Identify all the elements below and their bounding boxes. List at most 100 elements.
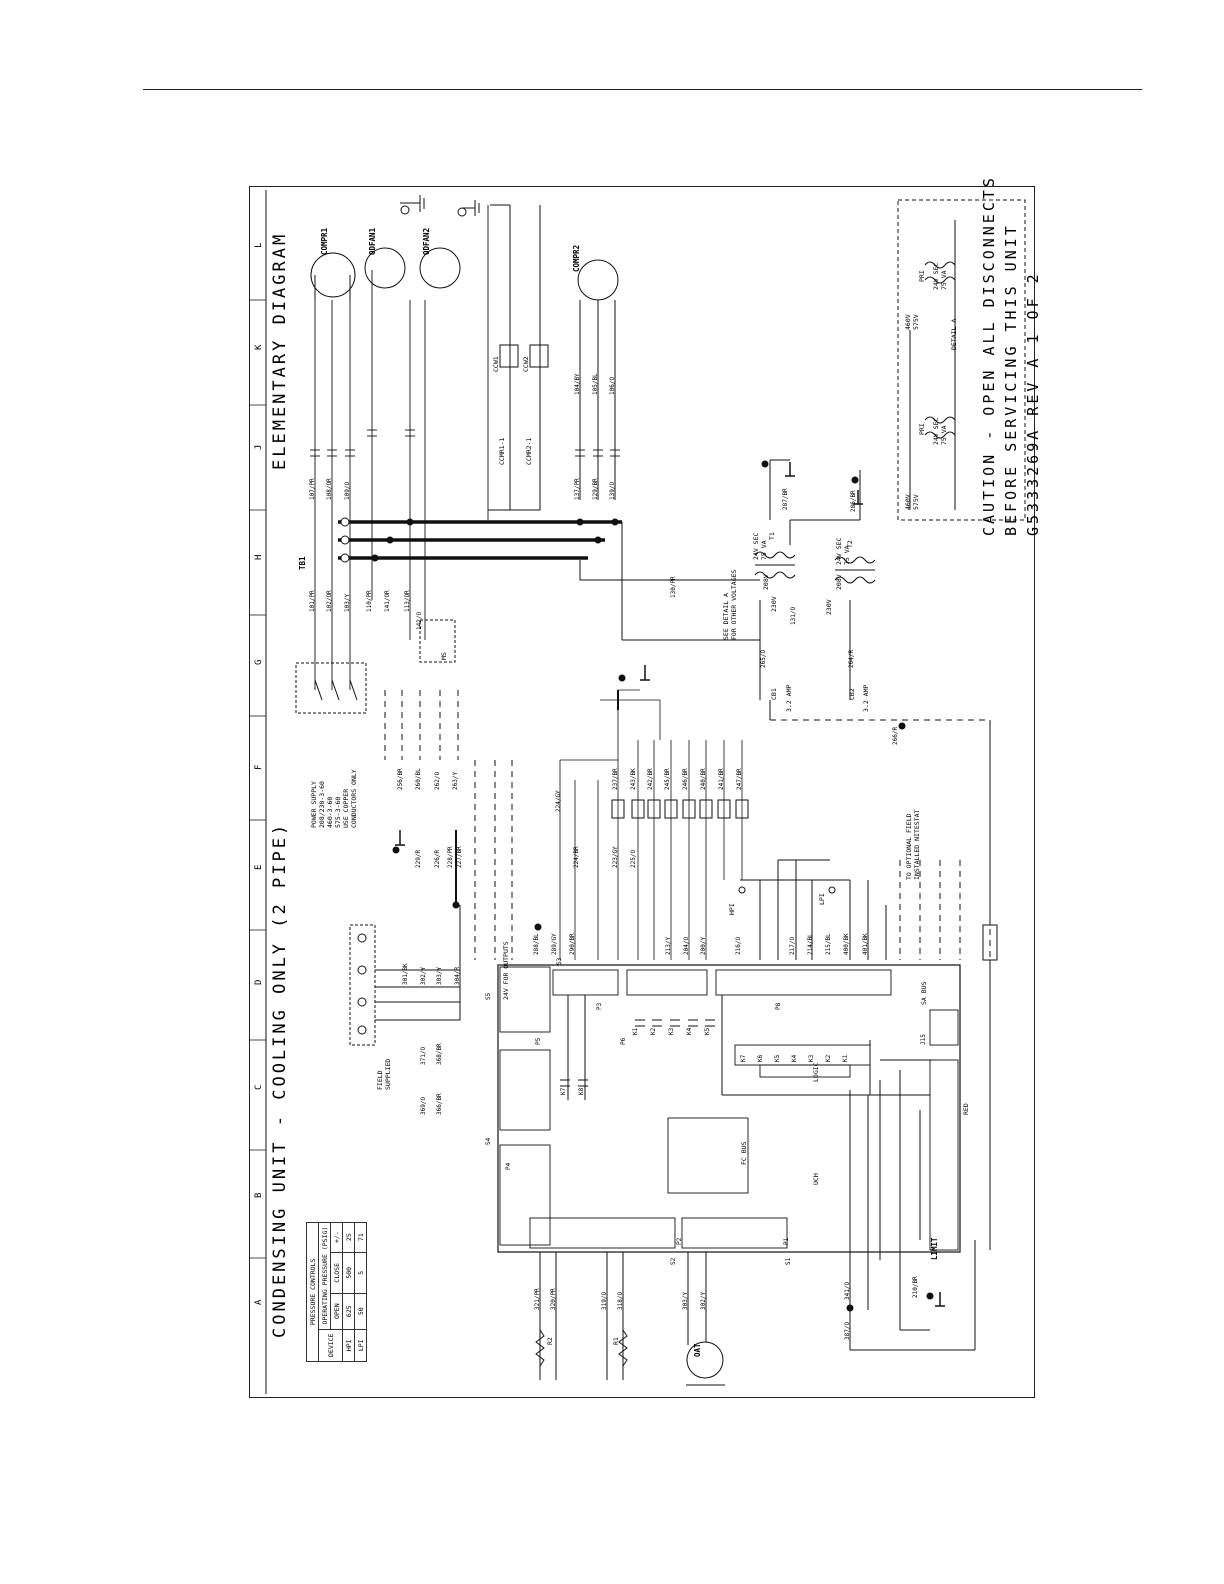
cb1-amp: 3.2 AMP bbox=[785, 684, 793, 712]
crankcase-heaters bbox=[488, 204, 549, 511]
odfan-2-symbol bbox=[419, 247, 461, 289]
detail-a-v460: 460V bbox=[904, 494, 912, 510]
wire-label: 110/PR bbox=[366, 590, 373, 612]
ccmr2-label: CCMR2-1 bbox=[525, 437, 533, 465]
ground-symbols bbox=[400, 195, 480, 217]
relay-label: K8 bbox=[578, 1087, 585, 1095]
wire-label: 286/BR bbox=[850, 490, 857, 512]
s4-label: S4 bbox=[485, 1137, 492, 1145]
header-rule bbox=[143, 89, 1142, 90]
p5-label: P5 bbox=[535, 1037, 542, 1045]
t1-va: 75 VA bbox=[760, 540, 768, 560]
wire-label: 260/BL bbox=[415, 768, 422, 790]
wire-label: 290/BR bbox=[569, 933, 576, 955]
pressure-switches bbox=[738, 859, 887, 960]
wire-label: 229/R bbox=[415, 849, 422, 868]
zone-ticks bbox=[249, 299, 266, 1259]
detail-a-sec: 24V SEC bbox=[932, 417, 940, 445]
transformer-wiring bbox=[579, 459, 861, 720]
wire-label: 263/Y bbox=[452, 771, 459, 790]
hpi-label: HPI bbox=[728, 903, 736, 915]
relay-label: K7 bbox=[560, 1087, 567, 1095]
r2-label: R2 bbox=[546, 1337, 554, 1345]
compressor-1-circuit bbox=[314, 205, 489, 690]
detail-a-va-b: 75 VA bbox=[940, 270, 948, 290]
disconnect-switches bbox=[314, 679, 358, 701]
relay-coils bbox=[611, 799, 749, 819]
relay-label: K2 bbox=[825, 1054, 832, 1062]
power-conductors-note: CONDUCTORS ONLY bbox=[350, 769, 358, 828]
wire-label: 105/BL bbox=[592, 373, 599, 395]
wire-label: 225/O bbox=[630, 849, 637, 868]
relay-label: K3 bbox=[668, 1027, 675, 1035]
wire-label: 223/GY bbox=[612, 846, 619, 868]
wire-label: 224/GY bbox=[555, 790, 562, 812]
transformer-t2 bbox=[834, 556, 876, 584]
relay-label: K7 bbox=[740, 1054, 747, 1062]
wire-label: 246/BR bbox=[682, 768, 689, 790]
uch-board bbox=[497, 964, 961, 1253]
t1-208v: 208V bbox=[762, 574, 770, 590]
j15-label: J15 bbox=[920, 1034, 927, 1045]
wire-label: 224/BR bbox=[573, 846, 580, 868]
bus-terminals bbox=[340, 517, 619, 563]
odfan1-label: ODFAN1 bbox=[368, 227, 377, 255]
wire-label: 247/BR bbox=[736, 768, 743, 790]
wire-label: 262/O bbox=[434, 771, 441, 790]
p4-label: P4 bbox=[505, 1162, 512, 1170]
wire-label: 264/R bbox=[848, 649, 855, 668]
power-voltage-2: 460-3-60 bbox=[326, 796, 334, 828]
wire-label: 109/O bbox=[344, 481, 351, 500]
sa-bus-label: SA BUS bbox=[920, 981, 928, 1005]
p3-label: P3 bbox=[596, 1002, 603, 1010]
limit-circuit bbox=[849, 1059, 976, 1351]
optional-nitestat-note: TO OPTIONAL FIELD INSTALLED NITESTAT bbox=[905, 810, 921, 880]
wire-label: 245/BR bbox=[664, 768, 671, 790]
s5-label: S5 bbox=[485, 992, 492, 1000]
detail-a-pri: PRI bbox=[918, 423, 926, 435]
cb1-label: CB1 bbox=[770, 688, 778, 700]
field-line: FIELD bbox=[376, 1070, 384, 1090]
power-copper-note: USE COPPER bbox=[342, 788, 350, 828]
wire-label: 371/O bbox=[420, 1046, 427, 1065]
see-detail-line: SEE DETAIL A bbox=[722, 593, 730, 640]
wire-label: 320/PR bbox=[550, 1288, 557, 1310]
detail-a-va: 75 VA bbox=[940, 425, 948, 445]
wire-label: 369/O bbox=[420, 1096, 427, 1115]
drawing-frame bbox=[249, 186, 1035, 1398]
compressor-1-symbol bbox=[310, 252, 356, 300]
wire-label: 129/BR bbox=[592, 478, 599, 500]
wire-label: 304/R bbox=[454, 966, 461, 985]
p8-label: P8 bbox=[775, 1002, 782, 1010]
wire-label: 303/Y bbox=[436, 966, 443, 985]
wire-label: 226/R bbox=[434, 849, 441, 868]
wire-label: 216/O bbox=[735, 936, 742, 955]
wire-label: 243/BK bbox=[630, 768, 637, 790]
t1-rating: 24V SEC 75 VA bbox=[752, 533, 768, 560]
fc-bus-label: FC BUS bbox=[740, 1141, 748, 1165]
wire-label: 113/OR bbox=[404, 590, 411, 612]
compr2-label: COMPR2 bbox=[572, 244, 581, 272]
relay-wires bbox=[559, 689, 743, 960]
s3-label: S3 bbox=[556, 957, 563, 965]
wire-label: 210/BR bbox=[912, 1276, 919, 1298]
t2-sec: 24V SEC bbox=[835, 537, 843, 565]
wire-label: 215/BL bbox=[825, 933, 832, 955]
t2-230v: 230V bbox=[825, 599, 833, 615]
wire-label: 131/O bbox=[790, 606, 797, 625]
relay-label: K1 bbox=[632, 1027, 639, 1035]
see-detail-note: SEE DETAIL A FOR OTHER VOLTAGES bbox=[722, 570, 738, 640]
wire-label: 213/Y bbox=[665, 936, 672, 955]
field-terminal-box bbox=[349, 924, 376, 1046]
board-relay-contacts bbox=[560, 995, 930, 1100]
s1-label: S1 bbox=[785, 1257, 792, 1265]
wire-label: 103/Y bbox=[344, 593, 351, 612]
detail-a-transformers bbox=[909, 220, 956, 510]
wire-label: 366/BR bbox=[436, 1093, 443, 1115]
wire-label: 228/PR bbox=[447, 846, 454, 868]
wire-label: 302/Y bbox=[420, 966, 427, 985]
p6-label: P6 bbox=[620, 1037, 627, 1045]
wire-label: 318/O bbox=[617, 1291, 624, 1310]
compressor-2-symbol bbox=[577, 259, 619, 500]
wire-label: 200/Y bbox=[700, 936, 707, 955]
